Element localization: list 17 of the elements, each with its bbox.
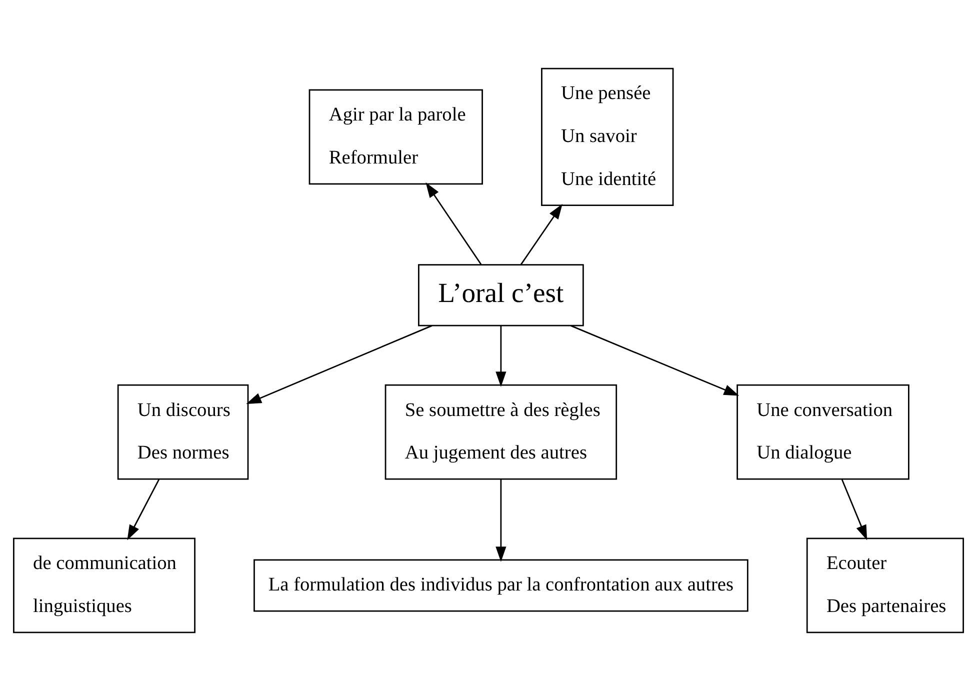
node-box: Se soumettre à des règles Au jugement des autres	[384, 384, 618, 480]
node-box: Une pensée Un savoir Une identité	[541, 67, 674, 206]
node-box: Ecouter Des partenaires	[806, 537, 964, 633]
node-box: L’oral c’est	[418, 264, 584, 326]
arrow	[127, 478, 160, 540]
node-box: La formulation des individus par la confrontation aux autres	[254, 558, 748, 612]
arrow	[246, 324, 432, 404]
node-box: Un discours Des normes	[117, 384, 249, 480]
arrow	[496, 478, 506, 562]
arrow	[570, 324, 740, 396]
node-box: Une conversation Un dialogue	[736, 384, 910, 480]
arrow	[496, 325, 506, 386]
arrow	[520, 203, 562, 265]
arrow	[426, 182, 482, 264]
arrow	[841, 478, 868, 540]
node-box: de communication linguistiques	[13, 537, 196, 633]
node-box: Agir par la parole Reformuler	[308, 88, 483, 184]
